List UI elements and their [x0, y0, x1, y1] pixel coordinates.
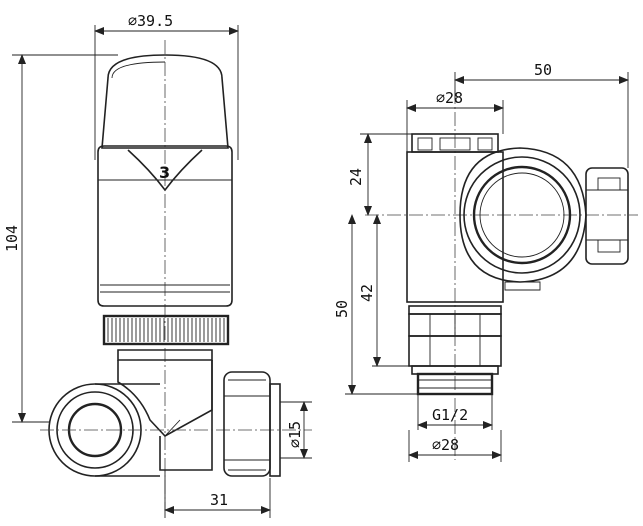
head-body — [97, 145, 233, 307]
dim-height: 104 — [3, 225, 21, 252]
right-dim-thread: G1/2 — [432, 406, 468, 424]
right-view: ∅28 50 24 42 50 G1/2 ∅28 — [333, 61, 638, 462]
top-cap — [411, 133, 499, 153]
right-dim-bottom-diameter: ∅28 — [432, 436, 459, 454]
nut-end — [269, 383, 281, 477]
dim-width: 31 — [210, 491, 228, 509]
dim-pipe-diameter: ∅15 — [286, 421, 304, 448]
knurl-pattern — [107, 318, 225, 342]
head-notch — [127, 149, 203, 192]
thread-end — [416, 372, 494, 396]
left-view: 3 ∅39.5 104 — [3, 12, 312, 518]
head-cap — [101, 54, 229, 149]
right-dim-mid: 42 — [358, 284, 376, 302]
right-dim-offset: 50 — [534, 61, 552, 79]
knurled-ring — [102, 314, 230, 346]
dim-top-diameter: ∅39.5 — [128, 12, 173, 30]
side-nut — [585, 167, 629, 265]
right-dim-upper: 24 — [347, 168, 365, 186]
port-bore — [472, 165, 572, 265]
head-setting-label: 3 — [159, 163, 170, 182]
right-dim-top-diameter: ∅28 — [436, 89, 463, 107]
right-dim-lower: 50 — [333, 300, 351, 318]
